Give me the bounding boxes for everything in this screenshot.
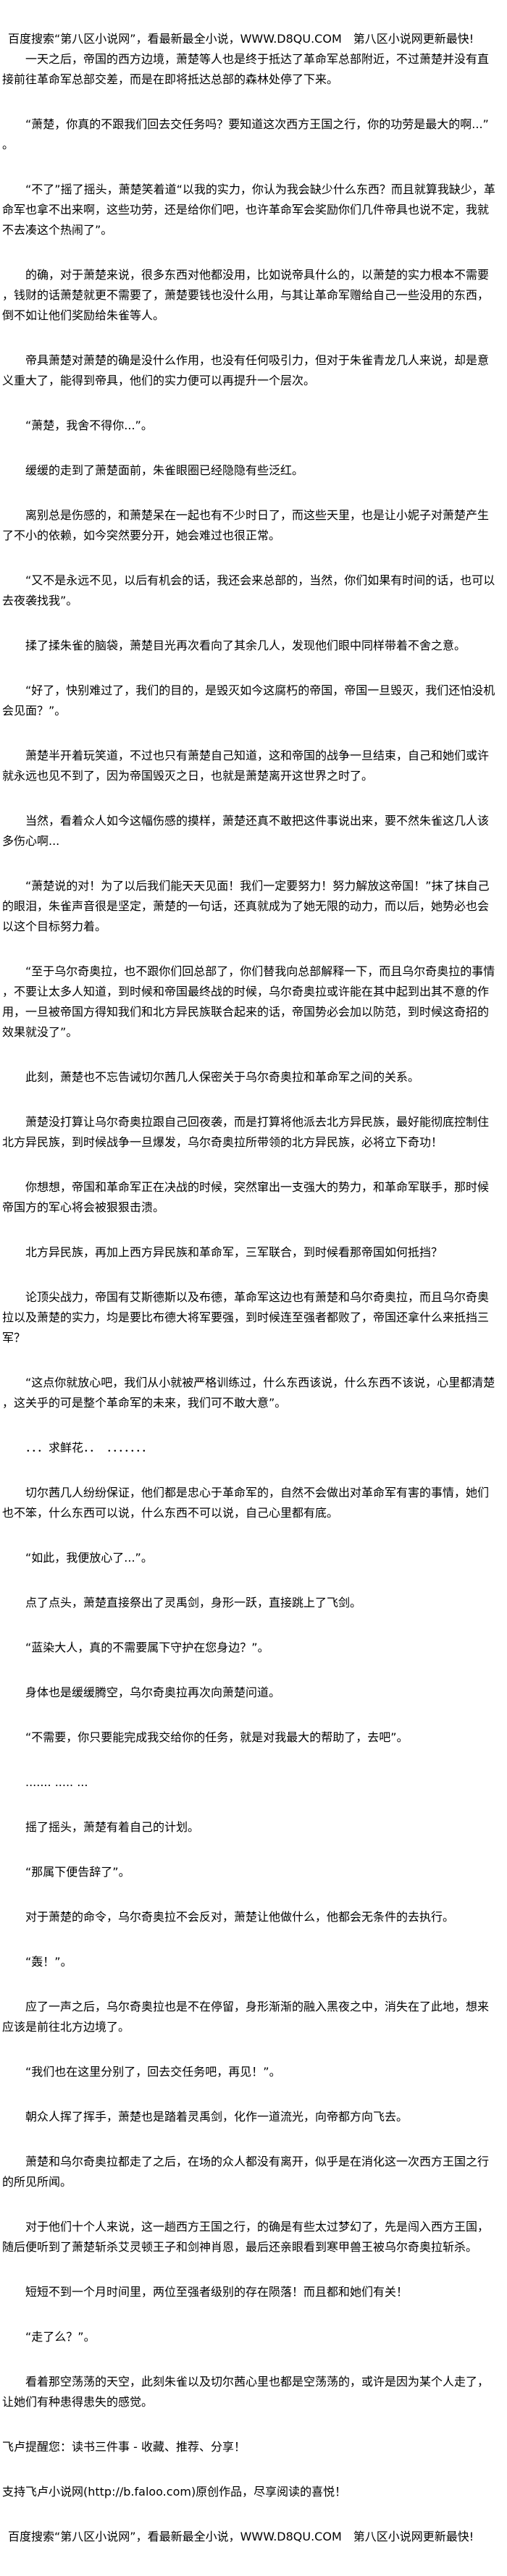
chapter-paragraph: “这点你就放心吧，我们从小就被严格训练过，什么东西该说，什么东西不该说，心里都清… bbox=[2, 1376, 495, 1410]
chapter-paragraph: 萧楚和乌尔奇奥拉都走了之后，在场的众人都没有离开，似乎是在消化这一次西方王国之行… bbox=[2, 2155, 490, 2189]
chapter-paragraph: 对于他们十个人来说，这一趟西方王国之行，的确是有些太过梦幻了，先是闯入西方王国，… bbox=[2, 2220, 490, 2254]
chapter-paragraph: 看着那空荡荡的天空，此刻朱雀以及切尔茜心里也都是空荡荡的，或许是因为某个人走了，… bbox=[2, 2375, 490, 2409]
chapter-paragraph: “走了么？”。 bbox=[25, 2330, 96, 2344]
chapter-paragraph: 北方异民族，再加上西方异民族和革命军，三军联合，到时候看那帝国如何抵挡？ bbox=[25, 1245, 443, 1259]
chapter-paragraph: “至于乌尔奇奥拉，也不跟你们回总部了，你们替我向总部解释一下，而且乌尔奇奥拉的事… bbox=[2, 964, 495, 1039]
chapter-paragraph: 的确，对于萧楚来说，很多东西对他都没用，比如说帝具什么的，以萧楚的实力根本不需要… bbox=[2, 268, 490, 322]
chapter-paragraph: 此刻，萧楚也不忘告诫切尔茜几人保密关于乌尔奇奥拉和革命军之间的关系。 bbox=[25, 1070, 420, 1084]
chapter-paragraph: 当然，看着众人如今这幅伤感的摸样，萧楚还真不敢把这件事说出来，要不然朱雀这几人该… bbox=[2, 814, 490, 848]
chapter-paragraph: “萧楚，我舍不得你...”。 bbox=[25, 418, 153, 432]
chapter-paragraph: “好了，快别难过了，我们的目的，是毁灭如今这腐朽的帝国，帝国一旦毁灭，我们还怕没… bbox=[2, 683, 495, 717]
chapter-body: 一天之后，帝国的西方边境，萧楚等人也是终于抵达了革命军总部附近，不过萧楚并没有直… bbox=[2, 49, 497, 2412]
footer-support-link[interactable]: 支持飞卢小说网(http://b.faloo.com)原创作品，尽享阅读的喜悦！ bbox=[2, 2485, 347, 2499]
chapter-paragraph: 应了一声之后，乌尔奇奥拉也是不在停留，身形渐渐的融入黑夜之中，消失在了此地，想来… bbox=[2, 2000, 490, 2034]
chapter-paragraph: 萧楚半开着玩笑道，不过也只有萧楚自己知道，这和帝国的战争一旦结束，自己和她们或许… bbox=[2, 749, 490, 783]
chapter-paragraph: ....... ..... ... bbox=[25, 1775, 88, 1789]
chapter-paragraph: “如此，我便放心了...”。 bbox=[25, 1551, 153, 1565]
chapter-paragraph: 揉了揉朱雀的脑袋，萧楚目光再次看向了其余几人，发现他们眼中同样带着不舍之意。 bbox=[25, 639, 466, 652]
chapter-paragraph: “又不是永远不见，以后有机会的话，我还会来总部的，当然，你们如果有时间的话，也可… bbox=[2, 573, 495, 607]
ad-banner-top: 百度搜索“第八区小说网”，看最新最全小说，WWW.D8QU.COM 第八区小说网… bbox=[8, 32, 474, 46]
chapter-paragraph: “那属下便告辞了”。 bbox=[25, 1865, 130, 1879]
chapter-paragraph: 缓缓的走到了萧楚面前，朱雀眼圈已经隐隐有些泛红。 bbox=[25, 463, 304, 477]
chapter-paragraph: “不了”摇了摇头，萧楚笑着道“以我的实力，你认为我会缺少什么东西？而且就算我缺少… bbox=[2, 182, 495, 237]
chapter-paragraph: 朝众人挥了挥手，萧楚也是踏着灵禹剑，化作一道流光，向帝都方向飞去。 bbox=[25, 2110, 408, 2123]
chapter-paragraph: 一天之后，帝国的西方边境，萧楚等人也是终于抵达了革命军总部附近，不过萧楚并没有直… bbox=[2, 52, 490, 86]
footer-reminder: 飞卢提醒您：读书三件事 - 收藏、推荐、分享！ bbox=[2, 2440, 246, 2454]
chapter-paragraph: 点了点头，萧楚直接祭出了灵禹剑，身形一跃，直接跳上了飞剑。 bbox=[25, 1596, 362, 1609]
chapter-paragraph: 萧楚没打算让乌尔奇奥拉跟自己回夜袭，而是打算将他派去北方异民族，最好能彻底控制住… bbox=[2, 1115, 490, 1149]
chapter-paragraph: 你想想，帝国和革命军正在决战的时候，突然窜出一支强大的势力，和革命军联手，那时候… bbox=[2, 1180, 490, 1214]
chapter-paragraph: “萧楚，你真的不跟我们回去交任务吗？要知道这次西方王国之行，你的功劳是最大的啊.… bbox=[2, 117, 489, 151]
chapter-paragraph: 帝具萧楚对萧楚的确是没什么作用，也没有任何吸引力，但对于朱雀青龙几人来说，却是意… bbox=[2, 353, 490, 387]
chapter-paragraph: “轰！”。 bbox=[25, 1955, 72, 1969]
chapter-paragraph: ．．．求鲜花．． ．．．．．．． bbox=[25, 1441, 154, 1455]
chapter-paragraph: “萧楚说的对！为了以后我们能天天见面！我们一定要努力！努力解放这帝国！”抹了抹自… bbox=[2, 879, 490, 933]
chapter-paragraph: 摇了摇头，萧楚有着自己的计划。 bbox=[25, 1820, 200, 1834]
chapter-paragraph: “蓝染大人，真的不需要属下守护在您身边？”。 bbox=[25, 1641, 269, 1654]
chapter-paragraph: 离别总是伤感的，和萧楚呆在一起也有不少时日了，而这些天里，也是让小妮子对萧楚产生… bbox=[2, 508, 490, 542]
chapter-paragraph: 切尔茜几人纷纷保证，他们都是忠心于革命军的，自然不会做出对革命军有害的事情，她们… bbox=[2, 1486, 490, 1520]
chapter-paragraph: “不需要，你只要能完成我交给你的任务，就是对我最大的帮助了，去吧”。 bbox=[25, 1730, 408, 1744]
chapter-paragraph: 短短不到一个月时间里，两位至强者级别的存在陨落！而且都和她们有关！ bbox=[25, 2285, 408, 2299]
ad-banner-bottom: 百度搜索“第八区小说网”，看最新最全小说，WWW.D8QU.COM 第八区小说网… bbox=[8, 2530, 474, 2543]
chapter-paragraph: 身体也是缓缓腾空，乌尔奇奥拉再次向萧楚问道。 bbox=[25, 1685, 281, 1699]
chapter-paragraph: 对于萧楚的命令，乌尔奇奥拉不会反对，萧楚让他做什么，他都会无条件的去执行。 bbox=[25, 1910, 455, 1924]
chapter-paragraph: “我们也在这里分别了，回去交任务吧，再见！”。 bbox=[25, 2065, 281, 2079]
chapter-paragraph: 论顶尖战力，帝国有艾斯德斯以及布德，革命军这边也有萧楚和乌尔奇奥拉，而且乌尔奇奥… bbox=[2, 1290, 490, 1344]
